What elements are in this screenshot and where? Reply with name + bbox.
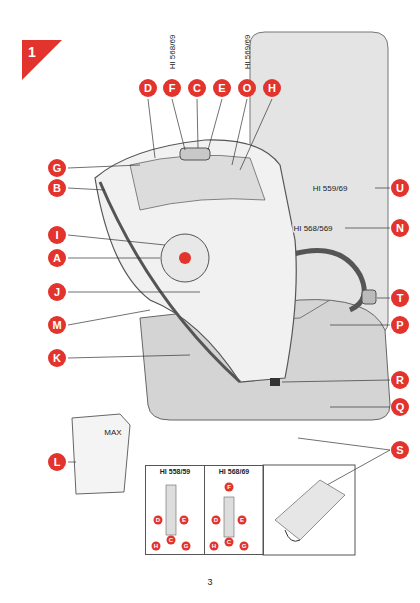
callout-letter: C — [225, 538, 234, 547]
callout-letter: R — [391, 371, 409, 389]
model-name: HI 568/69 — [205, 466, 263, 475]
corner-tab — [22, 40, 62, 80]
callout-letter: G — [48, 159, 66, 177]
callout-letter: L — [48, 453, 66, 471]
supply-hose — [290, 251, 364, 311]
callout-letter: E — [213, 79, 231, 97]
callout-letter: O — [238, 79, 256, 97]
callout-letter: M — [48, 316, 66, 334]
callout-letter: F — [225, 483, 234, 492]
steam-buttons — [180, 148, 210, 160]
callout-letter: C — [188, 79, 206, 97]
callout-letter: G — [240, 542, 249, 551]
callout-letter: A — [48, 249, 66, 267]
callout-letter: G — [182, 542, 191, 551]
callout-letter: P — [391, 316, 409, 334]
callout-letter: Q — [391, 398, 409, 416]
model-label: HI 568/569 — [292, 224, 333, 233]
hose-clip — [362, 290, 376, 304]
callout-letter: E — [238, 516, 247, 525]
dial-center — [179, 252, 191, 264]
callout-letter: D — [154, 516, 163, 525]
iron-handle — [130, 155, 265, 210]
callout-letter: E — [180, 516, 189, 525]
callout-letter: I — [48, 226, 66, 244]
power-switch — [270, 378, 280, 386]
model-label: HI 559/69 — [312, 184, 349, 193]
callout-letter: N — [391, 219, 409, 237]
model-label: HI 568/69 — [168, 35, 177, 70]
callout-letter: F — [163, 79, 181, 97]
callout-letter: H — [210, 542, 219, 551]
page-number: 3 — [207, 577, 212, 587]
filling-jug — [72, 414, 130, 494]
callout-letter: J — [48, 283, 66, 301]
callout-letter: K — [48, 349, 66, 367]
callout-letter: C — [167, 536, 176, 545]
leader-lines — [68, 99, 390, 500]
model-label: MAX — [103, 428, 122, 437]
callout-letter: D — [212, 516, 221, 525]
control-panels — [166, 465, 355, 555]
callout-letter: T — [391, 289, 409, 307]
callout-letter: H — [263, 79, 281, 97]
model-label: HI 569/69 — [243, 35, 252, 70]
callout-letter: U — [391, 179, 409, 197]
callout-letter: B — [48, 179, 66, 197]
figure-number: 1 — [28, 44, 36, 60]
iron-body — [95, 140, 296, 382]
temperature-dial — [161, 234, 209, 282]
callout-letter: H — [152, 542, 161, 551]
model-name: HI 558/59 — [146, 466, 204, 475]
callout-letter: S — [391, 441, 409, 459]
soleplate — [100, 182, 240, 382]
callout-letter: D — [139, 79, 157, 97]
